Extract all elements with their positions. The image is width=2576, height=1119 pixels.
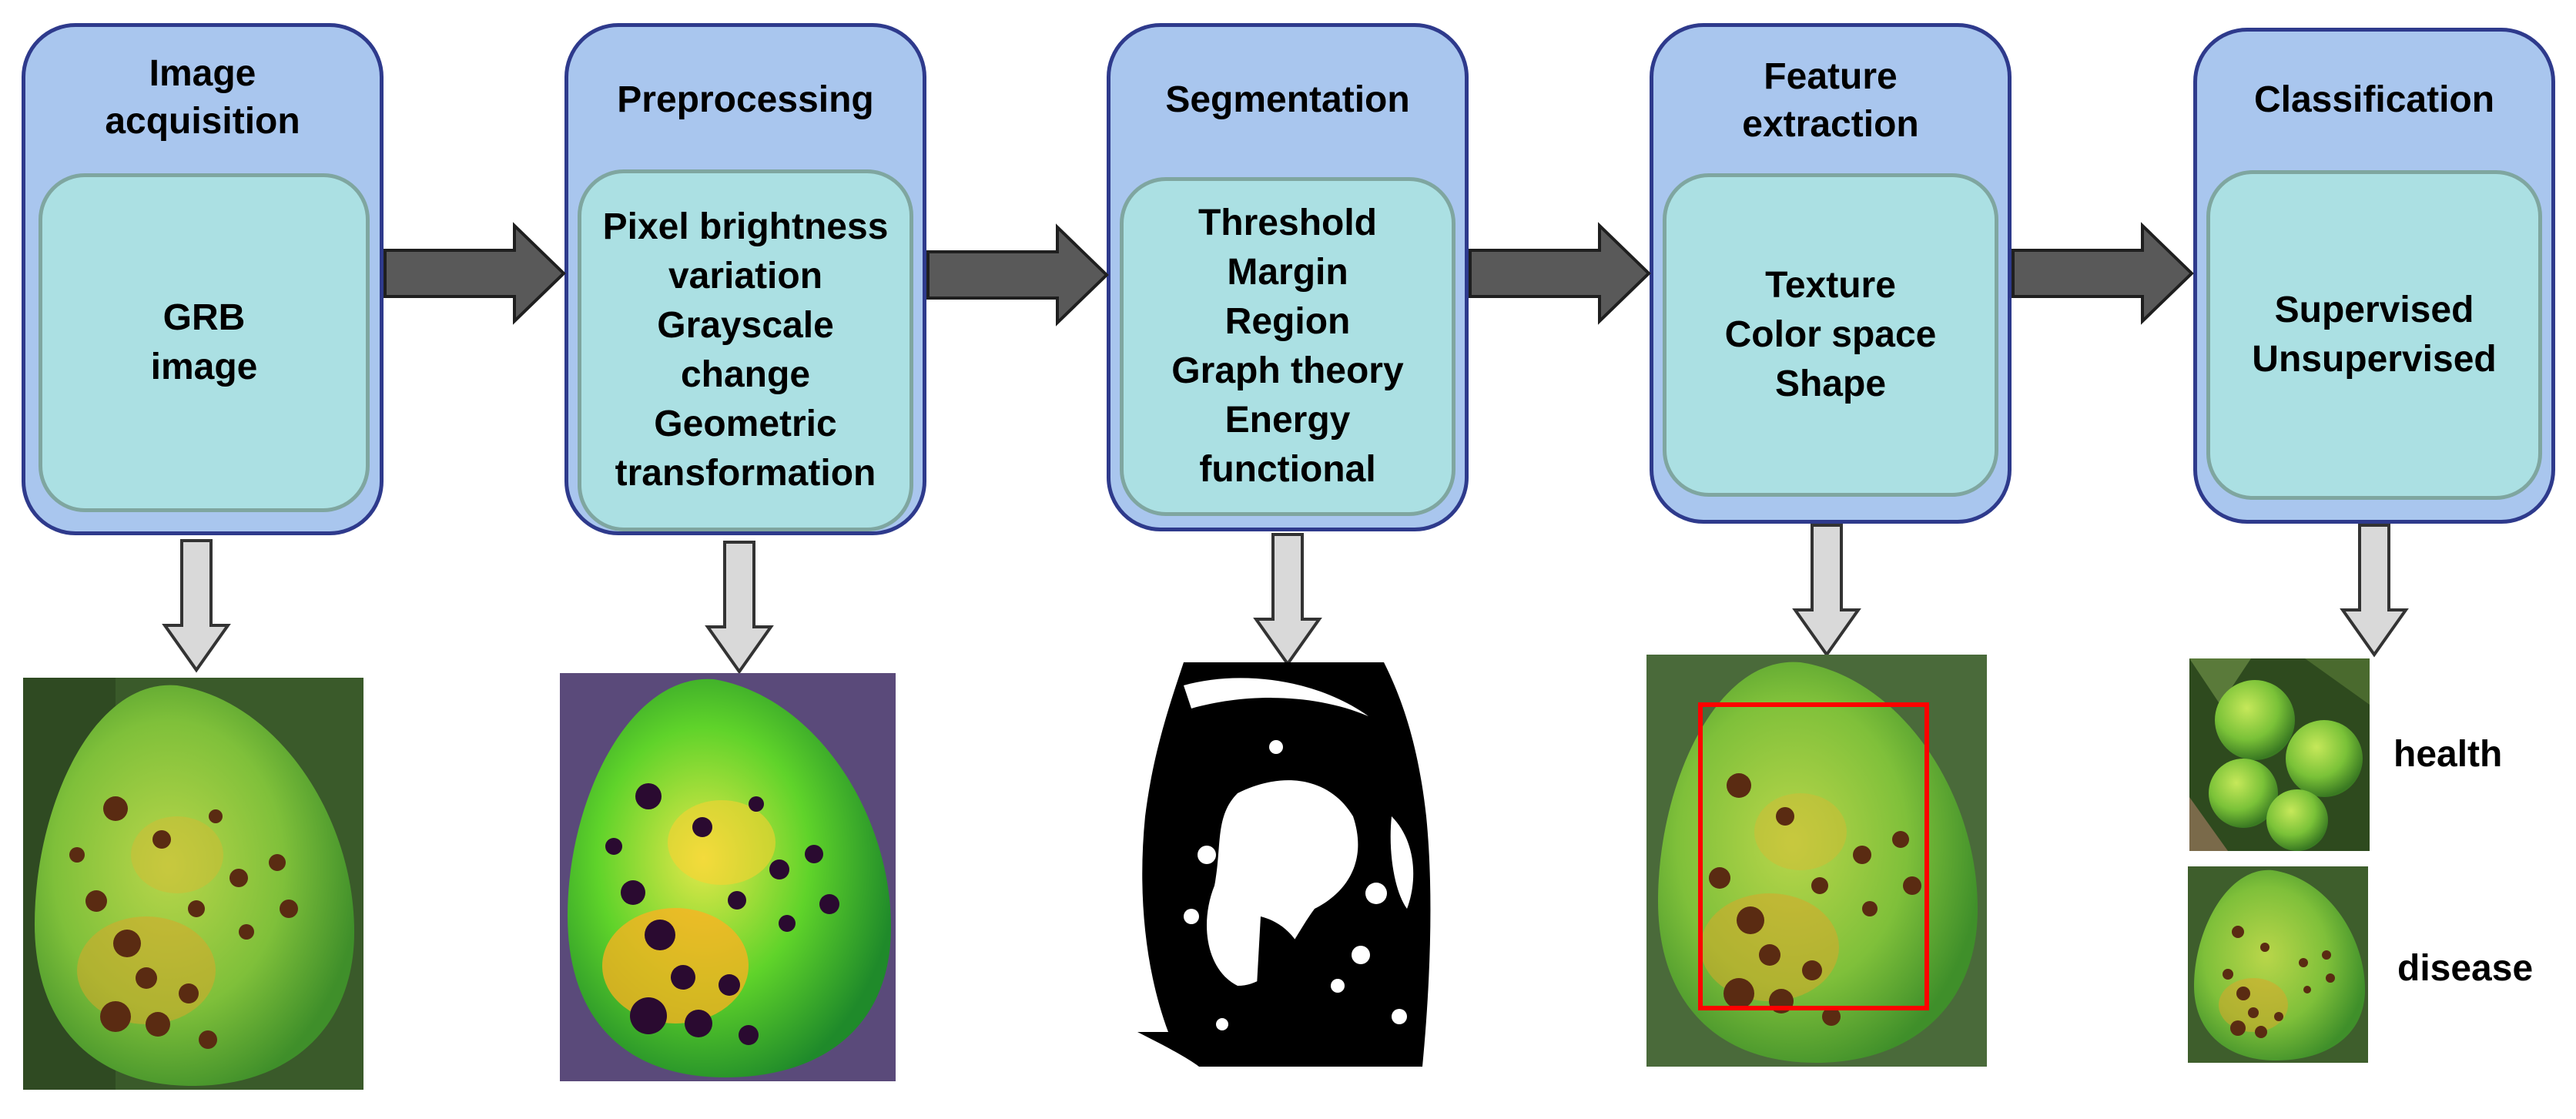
method-item: image — [150, 347, 258, 387]
stage-title: Preprocessing — [617, 79, 874, 120]
flow-arrow — [2012, 222, 2194, 325]
stage-feature-extraction: Feature extraction Texture Color space S… — [1650, 23, 2012, 524]
feature-region-image — [1646, 655, 1987, 1067]
method-item: Unsupervised — [2252, 339, 2497, 380]
method-item: Supervised — [2274, 290, 2474, 330]
method-item: Texture — [1765, 265, 1896, 306]
citrus-preprocessed-image — [560, 673, 896, 1081]
down-arrow — [1792, 524, 1861, 658]
down-arrow — [1253, 533, 1322, 667]
method-item: Graph theory — [1171, 350, 1404, 391]
flow-arrow — [1469, 222, 1651, 325]
method-item: GRB — [162, 297, 246, 338]
flow-arrow — [926, 223, 1109, 327]
stage-image-acquisition: Image acquisition GRB image — [22, 23, 384, 535]
feature-bounding-box — [1698, 702, 1929, 1010]
method-item: Grayscale — [657, 305, 834, 346]
stage-methods-box: Threshold Margin Region Graph theory Ene… — [1120, 177, 1455, 516]
down-arrow — [2340, 524, 2409, 658]
method-item: Margin — [1227, 252, 1348, 293]
citrus-original-image — [23, 678, 363, 1090]
flow-arrow — [384, 222, 566, 325]
down-arrow — [705, 541, 774, 675]
stage-title: Classification — [2253, 79, 2495, 120]
method-item: Shape — [1774, 364, 1887, 404]
method-item: Pixel brightness — [602, 206, 889, 247]
method-item: variation — [668, 256, 823, 297]
method-item: change — [680, 354, 811, 395]
disease-label: disease — [2397, 948, 2534, 989]
stage-preprocessing: Preprocessing Pixel brightness variation… — [564, 23, 926, 535]
segmentation-mask-image — [1122, 662, 1449, 1067]
stage-methods-box: GRB image — [39, 173, 370, 512]
method-item: Geometric — [654, 404, 837, 444]
stage-methods-box: Supervised Unsupervised — [2206, 170, 2542, 500]
stage-methods-box: Pixel brightness variation Grayscale cha… — [578, 169, 913, 531]
method-item: Region — [1224, 301, 1351, 342]
down-arrow — [162, 539, 231, 673]
method-item: Energy — [1224, 400, 1351, 441]
method-item: Color space — [1724, 314, 1937, 355]
stage-methods-box: Texture Color space Shape — [1663, 173, 1998, 497]
healthy-citrus-image — [2189, 658, 2370, 851]
stage-title: Feature extraction — [1742, 56, 1919, 145]
method-item: functional — [1199, 449, 1376, 490]
stage-title: Image acquisition — [105, 53, 300, 142]
stage-segmentation: Segmentation Threshold Margin Region Gra… — [1107, 23, 1469, 531]
stage-classification: Classification Supervised Unsupervised — [2193, 28, 2555, 524]
method-item: Threshold — [1198, 203, 1377, 243]
method-item: transformation — [615, 453, 876, 494]
stage-title: Segmentation — [1165, 79, 1410, 120]
diseased-citrus-image — [2188, 866, 2368, 1063]
health-label: health — [2393, 734, 2503, 775]
